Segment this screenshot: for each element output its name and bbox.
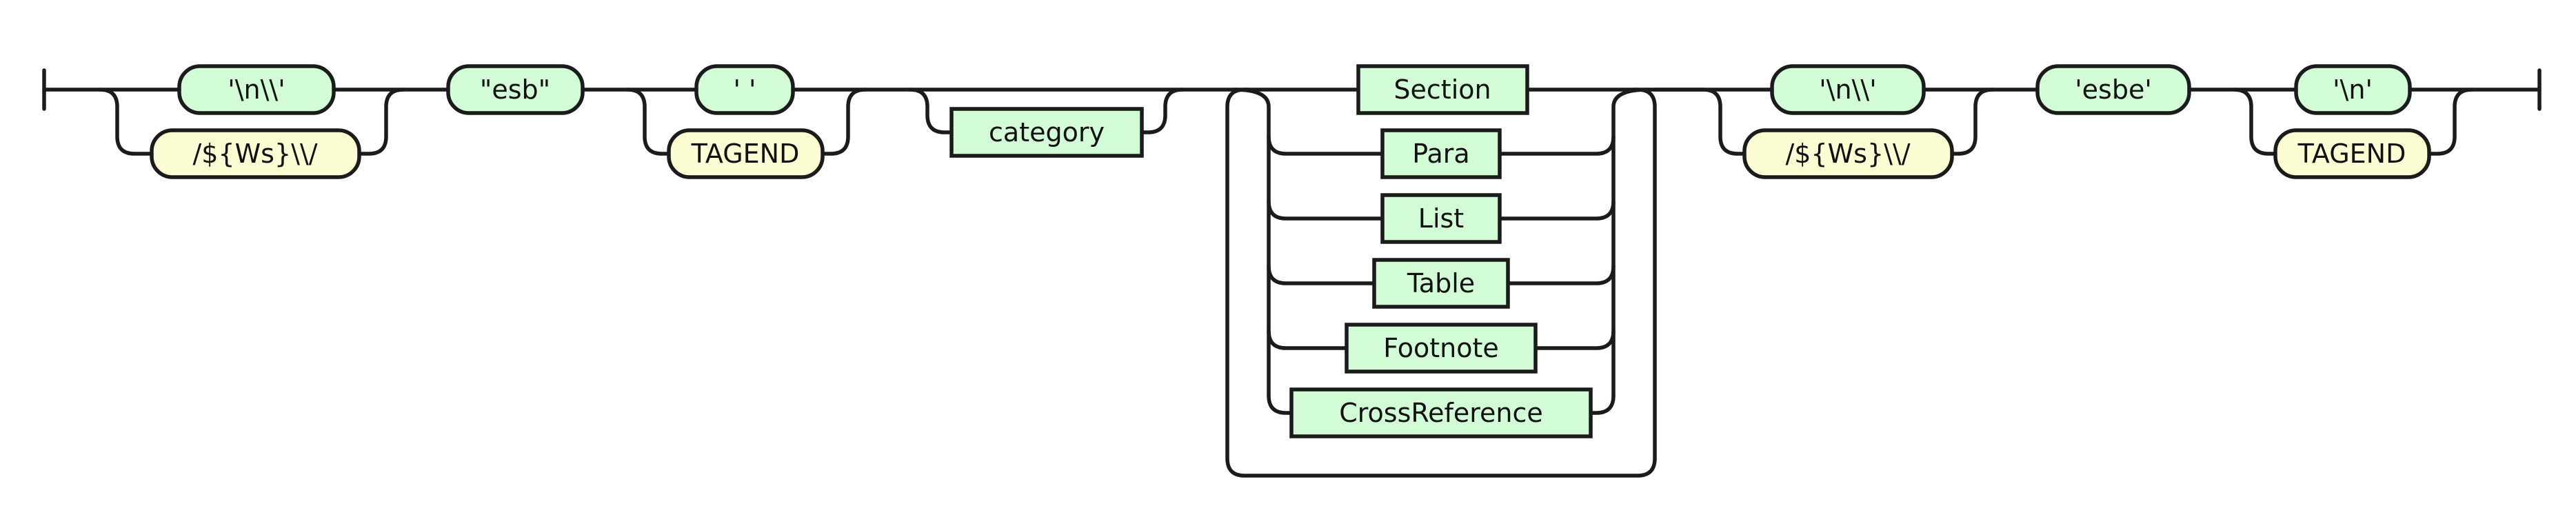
literal-box bbox=[2294, 64, 2412, 115]
node-footnote: Footnote bbox=[1345, 323, 1538, 374]
literal-box bbox=[177, 64, 336, 115]
regex-label: /${Ws}\\/ bbox=[1785, 139, 1910, 169]
rule-box bbox=[1289, 387, 1593, 438]
node-ws-regex-1: /${Ws}\\/ bbox=[150, 128, 361, 179]
regex-label: /${Ws}\\/ bbox=[192, 139, 317, 169]
literal-box bbox=[2035, 64, 2191, 115]
literal-label: '\n' bbox=[2333, 74, 2373, 105]
node-tagend-2: TAGEND bbox=[2273, 128, 2431, 179]
literal-box bbox=[1770, 64, 1926, 115]
literal-label: '\n\\' bbox=[1819, 74, 1876, 105]
node-esb-keyword: "esb" bbox=[446, 64, 585, 115]
node-para: Para bbox=[1380, 128, 1502, 179]
rule-label: Para bbox=[1412, 139, 1469, 169]
rule-label: List bbox=[1418, 203, 1464, 234]
regex-label: TAGEND bbox=[691, 139, 800, 169]
node-table: Table bbox=[1372, 258, 1510, 309]
node-tagend-1: TAGEND bbox=[667, 128, 825, 179]
literal-label: ' ' bbox=[734, 74, 756, 105]
rule-box bbox=[949, 107, 1144, 158]
rule-label: category bbox=[989, 117, 1105, 148]
rule-box bbox=[1380, 193, 1502, 244]
node-cross-reference: CrossReference bbox=[1289, 387, 1593, 438]
rule-box bbox=[1345, 323, 1538, 374]
literal-box bbox=[446, 64, 585, 115]
node-category: category bbox=[949, 107, 1144, 158]
regex-box bbox=[667, 128, 825, 179]
rule-label: Table bbox=[1407, 268, 1475, 298]
rule-box bbox=[1356, 64, 1529, 115]
regex-box bbox=[1742, 128, 1954, 179]
rule-label: CrossReference bbox=[1339, 398, 1543, 428]
regex-label: TAGEND bbox=[2297, 139, 2406, 169]
literal-box bbox=[694, 64, 795, 115]
regex-box bbox=[150, 128, 361, 179]
node-space-literal: ' ' bbox=[694, 64, 795, 115]
node-esbe-keyword: 'esbe' bbox=[2035, 64, 2191, 115]
node-newline-backslash-1: '\n\\' bbox=[177, 64, 336, 115]
literal-label: 'esbe' bbox=[2075, 74, 2152, 105]
rule-label: Section bbox=[1393, 74, 1491, 105]
rule-label: Footnote bbox=[1383, 333, 1499, 363]
node-ws-regex-2: /${Ws}\\/ bbox=[1742, 128, 1954, 179]
literal-label: '\n\\' bbox=[228, 74, 285, 105]
node-newline-backslash-2: '\n\\' bbox=[1770, 64, 1926, 115]
regex-box bbox=[2273, 128, 2431, 179]
literal-label: "esb" bbox=[480, 74, 550, 105]
node-section: Section bbox=[1356, 64, 1529, 115]
rule-box bbox=[1372, 258, 1510, 309]
rule-box bbox=[1380, 128, 1502, 179]
node-newline-literal: '\n' bbox=[2294, 64, 2412, 115]
track-lines bbox=[42, 68, 2542, 478]
node-list: List bbox=[1380, 193, 1502, 244]
